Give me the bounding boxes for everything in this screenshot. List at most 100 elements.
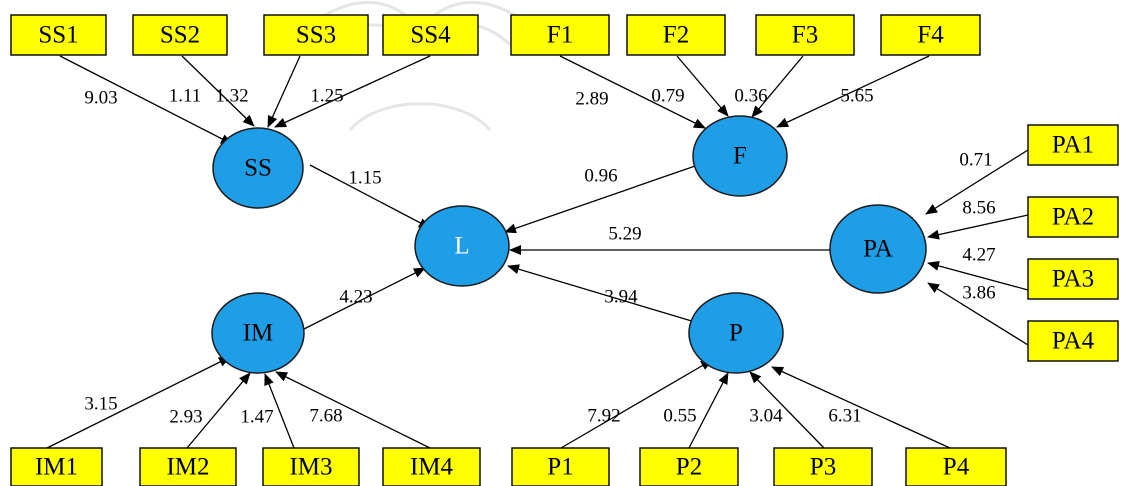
path-coefficient-im1-im: 3.15 — [84, 394, 117, 415]
path-coefficient-pa4-pa: 3.86 — [962, 283, 995, 304]
path-ss-to-l — [309, 164, 431, 229]
indicator-rect-f1 — [510, 14, 610, 56]
indicator-box-p1: P1 — [511, 447, 610, 486]
indicator-label-ss3: SS3 — [296, 22, 336, 49]
indicator-rect-ss4 — [382, 14, 479, 56]
path-pa4-to-pa — [927, 282, 1029, 346]
path-f4-to-f — [776, 55, 930, 128]
latent-circle-f — [692, 115, 788, 197]
indicator-label-f4: F4 — [917, 22, 944, 49]
path-coefficient-p-l: 3.94 — [604, 287, 638, 308]
path-arrow-ss-l — [309, 164, 431, 229]
indicator-rect-ss2 — [132, 14, 228, 56]
path-coefficient-ss-l: 1.15 — [348, 168, 381, 189]
indicator-box-im2: IM2 — [139, 447, 237, 486]
path-arrow-f1-f — [559, 55, 706, 129]
path-arrow-im2-im — [186, 372, 251, 449]
indicator-rect-p2 — [639, 447, 739, 486]
path-coefficient-ss2-ss: 1.11 — [169, 86, 202, 107]
path-coefficient-ss1-ss: 9.03 — [84, 88, 117, 109]
path-arrow-f4-f — [776, 55, 930, 128]
path-coefficient-p4-p: 6.31 — [828, 406, 861, 427]
path-f-to-l — [504, 164, 699, 234]
indicator-rect-im3 — [262, 447, 360, 486]
indicator-label-im3: IM3 — [289, 454, 332, 481]
path-arrow-f2-f — [676, 55, 729, 117]
latent-node-p: P — [688, 292, 784, 374]
path-f2-to-f — [676, 55, 729, 117]
path-coefficient-p3-p: 3.04 — [749, 406, 783, 427]
latent-circle-ss — [212, 127, 304, 209]
indicator-rect-f4 — [880, 14, 981, 56]
indicator-box-pa3: PA3 — [1027, 258, 1119, 300]
indicator-box-im1: IM1 — [10, 447, 103, 486]
indicator-box-ss3: SS3 — [263, 14, 369, 56]
indicator-box-p3: P3 — [773, 447, 873, 486]
path-coefficient-p2-p: 0.55 — [663, 406, 696, 427]
path-p1-to-p — [560, 359, 713, 449]
latent-node-f: F — [692, 115, 788, 197]
path-coefficient-ss4-ss: 1.25 — [310, 86, 343, 107]
indicator-label-pa2: PA2 — [1052, 204, 1094, 231]
path-coefficient-f1-f: 2.89 — [575, 89, 608, 110]
indicator-box-im4: IM4 — [382, 447, 481, 486]
path-coefficient-f-l: 0.96 — [584, 166, 617, 187]
indicator-rect-f3 — [755, 14, 855, 56]
path-arrow-f-l — [504, 164, 699, 234]
path-coefficient-f3-f: 0.36 — [734, 86, 767, 107]
path-coefficient-im3-im: 1.47 — [240, 407, 273, 428]
path-pa2-to-pa — [927, 214, 1029, 240]
indicator-rect-p1 — [511, 447, 610, 486]
indicator-box-im3: IM3 — [262, 447, 360, 486]
indicator-label-pa1: PA1 — [1052, 132, 1094, 159]
indicator-label-ss1: SS1 — [38, 22, 78, 49]
path-arrow-im3-im — [264, 373, 295, 449]
path-arrow-im-l — [301, 267, 426, 331]
indicator-rect-ss3 — [263, 14, 369, 56]
path-ss2-to-ss — [181, 55, 255, 127]
path-p2-to-p — [688, 372, 729, 449]
path-pa3-to-pa — [927, 261, 1029, 291]
indicator-rect-pa3 — [1027, 258, 1119, 300]
indicator-label-f2: F2 — [663, 22, 689, 49]
path-f3-to-f — [751, 55, 804, 118]
indicator-rect-im1 — [10, 447, 103, 486]
path-im1-to-im — [46, 356, 231, 449]
indicator-rect-im4 — [382, 447, 481, 486]
path-im3-to-im — [264, 373, 295, 449]
path-arrow-ss4-ss — [274, 55, 431, 128]
indicator-label-pa4: PA4 — [1052, 328, 1095, 355]
latent-circle-l — [414, 205, 510, 287]
indicator-label-im2: IM2 — [166, 454, 209, 481]
path-im4-to-im — [275, 371, 431, 449]
path-coefficient-pa1-pa: 0.71 — [959, 150, 992, 171]
path-coefficient-im4-im: 7.68 — [309, 406, 342, 427]
path-arrow-ss3-ss — [267, 55, 301, 128]
latent-label-im: IM — [243, 320, 274, 347]
path-arrow-pa4-pa — [927, 282, 1029, 346]
latent-label-pa: PA — [863, 236, 893, 263]
indicator-label-p3: P3 — [810, 454, 836, 481]
path-coefficient-f4-f: 5.65 — [840, 86, 873, 107]
path-ss4-to-ss — [274, 55, 431, 128]
path-ss1-to-ss — [59, 55, 233, 145]
indicator-rect-ss1 — [10, 14, 107, 56]
path-arrow-f3-f — [751, 55, 804, 118]
indicator-label-im4: IM4 — [410, 454, 454, 481]
indicator-rect-pa2 — [1027, 196, 1119, 238]
latent-label-p: P — [729, 320, 743, 347]
path-arrow-im1-im — [46, 356, 231, 449]
path-coefficient-im2-im: 2.93 — [169, 407, 202, 428]
path-im-to-l — [301, 267, 426, 331]
path-coefficient-pa3-pa: 4.27 — [962, 245, 995, 266]
indicator-label-ss2: SS2 — [160, 22, 200, 49]
path-p-to-l — [507, 264, 696, 323]
path-arrow-pa2-pa — [927, 214, 1029, 240]
latent-label-f: F — [733, 143, 747, 170]
path-f1-to-f — [559, 55, 706, 129]
indicator-box-f2: F2 — [626, 14, 726, 56]
indicator-label-p1: P1 — [547, 454, 573, 481]
indicator-box-pa4: PA4 — [1027, 320, 1119, 362]
indicator-rect-pa1 — [1027, 124, 1119, 166]
indicator-rect-im2 — [139, 447, 237, 486]
